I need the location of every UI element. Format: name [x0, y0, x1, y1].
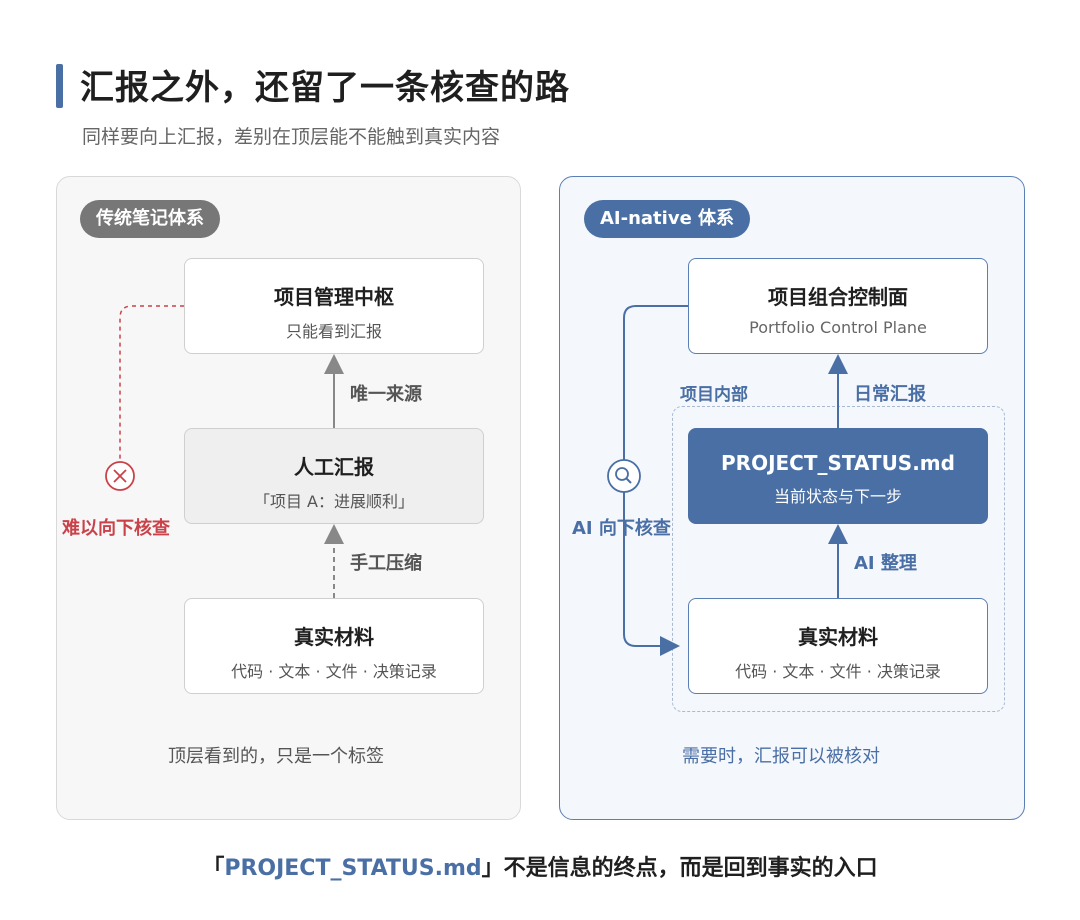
left-source-materials-box: 真实材料 代码 · 文本 · 文件 · 决策记录 [184, 598, 484, 694]
ai-native-system-tag: AI-native 体系 [584, 200, 751, 238]
left-lower-arrow-label: 手工压缩 [350, 553, 422, 574]
manual-report-box: 人工汇报 「项目 A：进展顺利」 [184, 428, 484, 524]
left-side-label: 难以向下核查 [62, 518, 170, 539]
right-source-materials-box: 真实材料 代码 · 文本 · 文件 · 决策记录 [688, 598, 988, 694]
right-source-materials-title: 真实材料 [798, 625, 878, 649]
right-caption: 需要时，汇报可以被核对 [682, 746, 880, 767]
footer-open-bracket: 「 [202, 856, 225, 881]
page-title: 汇报之外，还留了一条核查的路 [80, 68, 570, 108]
close-circle-icon [105, 461, 135, 491]
left-check-path [119, 305, 184, 462]
left-caption: 顶层看到的，只是一个标签 [168, 746, 384, 767]
footer-statement: 「PROJECT_STATUS.md」不是信息的终点，而是回到事实的入口 [0, 850, 1080, 882]
project-hub-subtitle: 只能看到汇报 [285, 322, 382, 341]
left-source-materials-subtitle: 代码 · 文本 · 文件 · 决策记录 [231, 662, 437, 681]
control-plane-box: 项目组合控制面 Portfolio Control Plane [688, 258, 988, 354]
traditional-system-tag: 传统笔记体系 [80, 200, 220, 238]
footer-highlight: PROJECT_STATUS.md [224, 856, 482, 881]
project-hub-box: 项目管理中枢 只能看到汇报 [184, 258, 484, 354]
project-status-box: PROJECT_STATUS.md 当前状态与下一步 [688, 428, 988, 524]
right-check-path [623, 305, 688, 646]
manual-report-subtitle: 「项目 A：进展顺利」 [253, 492, 415, 511]
page-subtitle: 同样要向上汇报，差别在顶层能不能触到真实内容 [82, 126, 501, 148]
project-status-subtitle: 当前状态与下一步 [773, 487, 902, 506]
footer-rest: 」不是信息的终点，而是回到事实的入口 [481, 856, 878, 881]
right-side-label: AI 向下核查 [572, 518, 671, 539]
left-source-materials-title: 真实材料 [294, 625, 374, 649]
control-plane-title: 项目组合控制面 [768, 285, 908, 309]
magnifier-icon [607, 459, 641, 493]
project-hub-title: 项目管理中枢 [274, 285, 394, 309]
right-upper-arrow-label: 日常汇报 [854, 384, 926, 405]
control-plane-subtitle: Portfolio Control Plane [749, 318, 927, 337]
left-upper-arrow-label: 唯一来源 [350, 384, 422, 405]
project-internal-label: 项目内部 [680, 385, 748, 405]
project-status-title: PROJECT_STATUS.md [721, 451, 955, 475]
right-source-materials-subtitle: 代码 · 文本 · 文件 · 决策记录 [735, 662, 941, 681]
title-accent-bar [56, 64, 63, 108]
right-lower-arrow-label: AI 整理 [854, 553, 917, 574]
manual-report-title: 人工汇报 [294, 455, 374, 479]
